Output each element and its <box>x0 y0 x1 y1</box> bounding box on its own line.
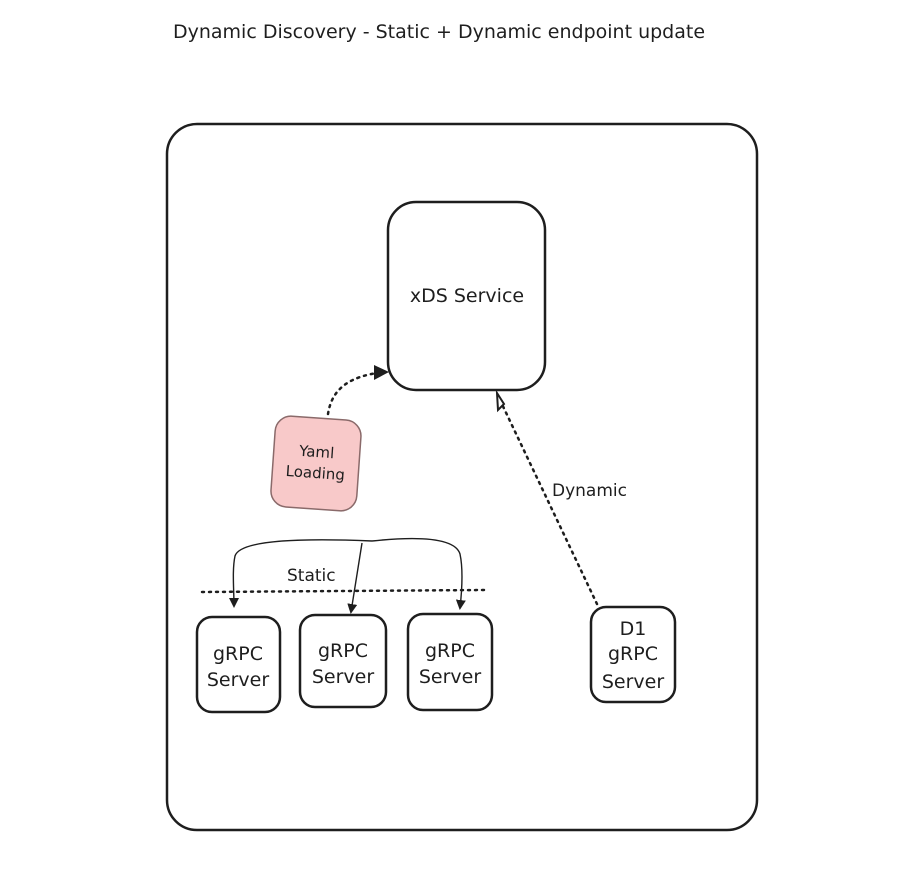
dynamic-label: Dynamic <box>552 481 627 501</box>
yaml-to-xds-connector <box>326 370 386 416</box>
static-arrow-to-server-3 <box>371 537 466 610</box>
grpc-server-3-node <box>406 612 494 712</box>
xds-service-label: xDS Service <box>410 285 524 307</box>
d1-grpc-server-line3: Server <box>602 671 664 693</box>
grpc-server-1-line2: Server <box>207 669 269 691</box>
d1-grpc-server-line2: gRPC <box>608 643 658 665</box>
grpc-server-3-line2: Server <box>419 666 481 688</box>
xds-service-node <box>386 200 547 392</box>
d1-to-xds-connector <box>498 398 599 606</box>
yaml-loading-node: Yaml Loading <box>270 415 362 512</box>
diagram-title: Dynamic Discovery - Static + Dynamic end… <box>173 21 705 43</box>
grpc-server-3-line1: gRPC <box>425 640 475 662</box>
static-arrow-to-server-2 <box>347 542 363 614</box>
grpc-server-1-node <box>195 615 282 714</box>
static-divider-line <box>200 588 486 594</box>
d1-grpc-server-node <box>589 605 677 704</box>
d1-grpc-server-line1: D1 <box>620 618 647 640</box>
yaml-to-xds-arrowhead <box>374 365 389 380</box>
yaml-loading-line2: Loading <box>285 462 345 484</box>
static-label: Static <box>287 566 336 586</box>
grpc-server-2-node <box>298 613 388 709</box>
grpc-server-2-line1: gRPC <box>318 640 368 662</box>
grpc-server-1-line1: gRPC <box>213 643 263 665</box>
yaml-loading-line1: Yaml <box>298 442 335 462</box>
static-arrow-to-server-1 <box>228 539 373 608</box>
d1-to-xds-arrowhead <box>495 389 506 413</box>
grpc-server-2-line2: Server <box>312 666 374 688</box>
